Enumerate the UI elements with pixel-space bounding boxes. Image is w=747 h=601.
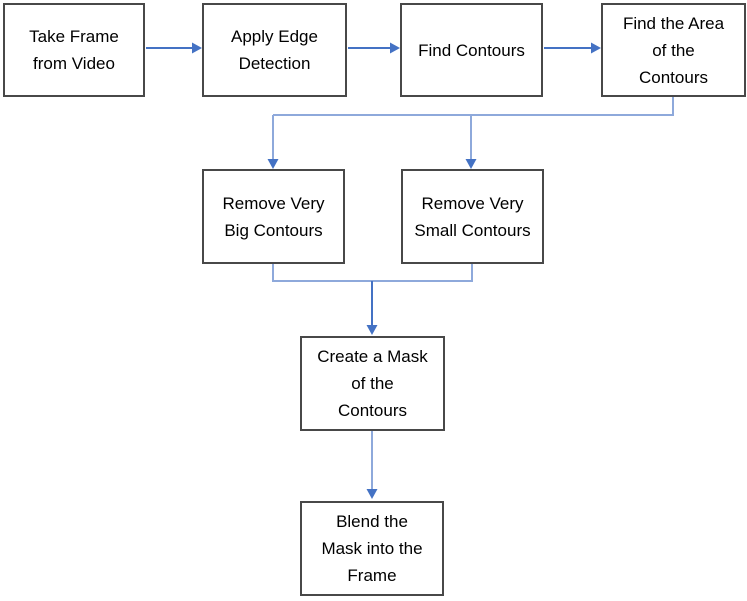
- flow-box-take-frame-from-video: Take Frame from Video: [3, 3, 145, 97]
- arrow-take-frame-to-apply-edge: [146, 42, 202, 54]
- flow-box-label: Remove Very Small Contours: [414, 193, 531, 240]
- flow-box-remove-very-big-contours: Remove Very Big Contours: [202, 169, 345, 264]
- connector-find-area-branch: [272, 97, 674, 159]
- flow-box-label: Apply Edge Detection: [231, 27, 318, 73]
- arrow-find-contours-to-find-area: [544, 42, 601, 54]
- flow-box-label: Blend the Mask into the Frame: [321, 512, 423, 585]
- flow-box-apply-edge-detection: Apply Edge Detection: [202, 3, 347, 97]
- flow-box-label: Find Contours: [418, 40, 525, 60]
- flow-box-create-a-mask-of-the-contours: Create a Mask of the Contours: [300, 336, 445, 431]
- flow-box-label: Find the Area of the Contours: [622, 13, 725, 87]
- arrow-into-remove-big: [267, 159, 279, 169]
- arrow-apply-edge-to-find-contours: [348, 42, 400, 54]
- connector-merge-to-create-mask: [272, 264, 473, 335]
- flow-box-label: Create a Mask of the Contours: [317, 347, 428, 420]
- flow-box-find-contours: Find Contours: [400, 3, 543, 97]
- arrow-into-remove-small: [465, 159, 477, 169]
- flow-box-blend-the-mask-into-the-frame: Blend the Mask into the Frame: [300, 501, 444, 596]
- flow-box-remove-very-small-contours: Remove Very Small Contours: [401, 169, 544, 264]
- flow-box-find-the-area-of-the-contours: Find the Area of the Contours: [601, 3, 746, 97]
- flow-box-label: Remove Very Big Contours: [222, 193, 325, 240]
- flow-box-label: Take Frame from Video: [29, 27, 119, 73]
- arrow-create-mask-to-blend-mask: [366, 431, 378, 499]
